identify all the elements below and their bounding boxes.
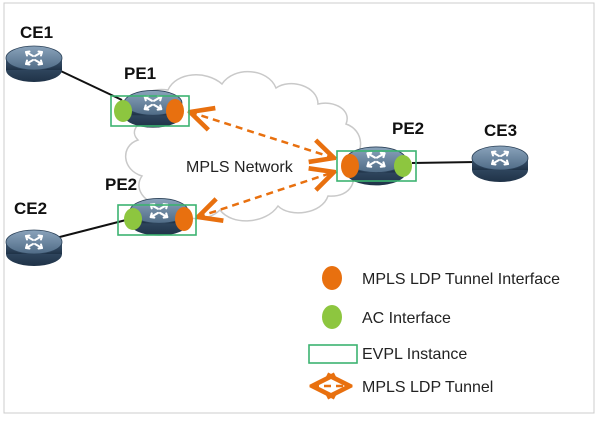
pe2-right-evpl-instance-box xyxy=(336,150,417,182)
link-ce2-pe2 xyxy=(47,219,127,241)
ce3-label: CE3 xyxy=(484,121,517,140)
pe2-lower-tunnel-interface xyxy=(175,207,193,231)
legend-tunnel-interface-swatch xyxy=(322,266,342,290)
legend-evpl-instance-label: EVPL Instance xyxy=(362,346,467,363)
ce1-label: CE1 xyxy=(20,23,53,42)
pe2-right-label: PE2 xyxy=(392,119,424,138)
ce3-router-icon xyxy=(471,145,529,183)
ldp-tunnel-pe1-pe2 xyxy=(190,112,334,158)
pe2-lower-ac-interface xyxy=(124,208,142,230)
link-pe2-ce3 xyxy=(411,161,477,164)
pe1-ac-interface xyxy=(114,100,132,122)
legend-ac-interface-swatch xyxy=(322,305,342,329)
legend-ldp-tunnel-label: MPLS LDP Tunnel xyxy=(362,379,493,396)
pe2-right-tunnel-interface xyxy=(341,154,359,178)
cloud-label: MPLS Network xyxy=(186,159,294,176)
pe2-lower-label: PE2 xyxy=(105,175,137,194)
ce2-router-icon xyxy=(5,229,63,267)
legend-evpl-instance-swatch xyxy=(308,344,358,364)
ce1-router-icon xyxy=(5,45,63,83)
legend-tunnel-interface-label: MPLS LDP Tunnel Interface xyxy=(362,271,560,288)
pe2-right-ac-interface xyxy=(394,155,412,177)
legend-ac-interface-label: AC Interface xyxy=(362,310,451,327)
pe1-evpl-instance-box xyxy=(110,95,190,127)
diagram-frame xyxy=(3,2,595,414)
pe1-tunnel-interface xyxy=(166,99,184,123)
pe1-label: PE1 xyxy=(124,64,156,83)
legend: MPLS LDP Tunnel Interface AC Interface E… xyxy=(308,266,560,396)
pe2-lower-evpl-instance-box xyxy=(117,204,197,236)
ce2-label: CE2 xyxy=(14,199,47,218)
